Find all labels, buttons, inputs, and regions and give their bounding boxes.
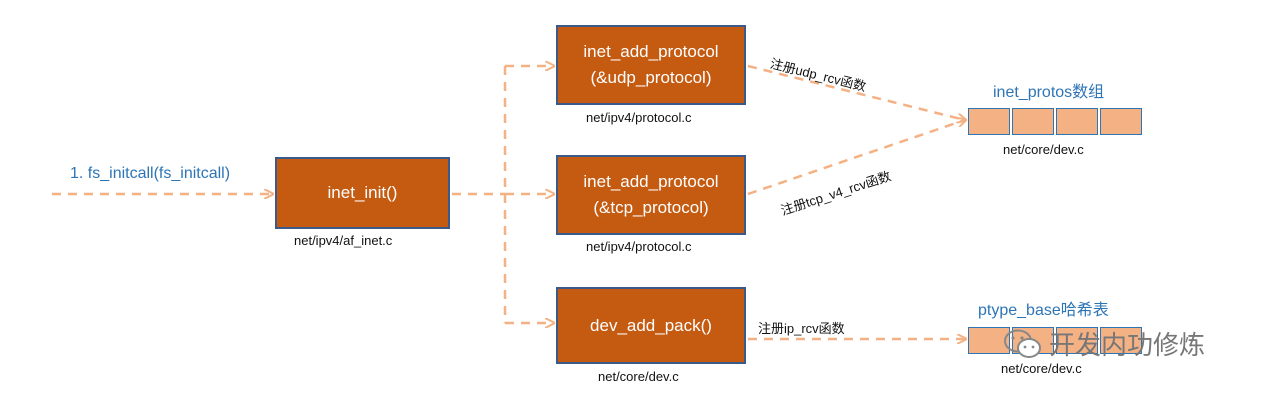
pack-box-file: net/core/dev.c <box>598 369 679 384</box>
array-cell <box>1100 108 1142 135</box>
tcp-box-line1: inet_add_protocol <box>583 172 719 191</box>
watermark: 开发内功修炼 <box>1003 325 1205 362</box>
inet-init-label: inet_init() <box>327 183 398 202</box>
arrow-udp-to-protos <box>747 64 965 120</box>
inet-init-file: net/ipv4/af_inet.c <box>294 233 393 248</box>
dev-add-pack-box: dev_add_pack() <box>556 287 746 364</box>
ptype-base-title: ptype_base哈希表 <box>978 302 1109 319</box>
entry-label: 1. fs_initcall(fs_initcall) <box>70 165 231 182</box>
pack-box-label: dev_add_pack() <box>590 315 712 335</box>
array-cell <box>1012 108 1054 135</box>
hash-cell <box>1100 327 1142 354</box>
udp-box-file: net/ipv4/protocol.c <box>586 110 692 125</box>
array-cell <box>1056 108 1098 135</box>
tcp-box-file: net/ipv4/protocol.c <box>586 239 692 254</box>
inet-init-box: inet_init() <box>275 157 450 229</box>
inet-protos-title: inet_protos数组 <box>993 84 1105 101</box>
udp-box-line2: (&udp_protocol) <box>590 68 712 87</box>
hash-cell <box>968 327 1010 354</box>
udp-protocol-box: inet_add_protocol (&udp_protocol) <box>556 25 746 105</box>
edge-label-ip: 注册ip_rcv函数 <box>758 321 845 336</box>
hash-cell <box>1056 327 1098 354</box>
watermark-text: 开发内功修炼 <box>1049 330 1206 360</box>
tcp-protocol-box: inet_add_protocol (&tcp_protocol) <box>556 155 746 235</box>
wechat-icon <box>1004 329 1041 358</box>
arrow-tcp-to-protos <box>747 120 965 196</box>
ptype-base-file: net/core/dev.c <box>1001 361 1082 376</box>
inet-protos-file: net/core/dev.c <box>1003 142 1084 157</box>
array-cell <box>968 108 1010 135</box>
inet-protos-array <box>968 108 1144 135</box>
tcp-box-line2: (&tcp_protocol) <box>593 198 709 217</box>
udp-box-line1: inet_add_protocol <box>583 42 719 61</box>
